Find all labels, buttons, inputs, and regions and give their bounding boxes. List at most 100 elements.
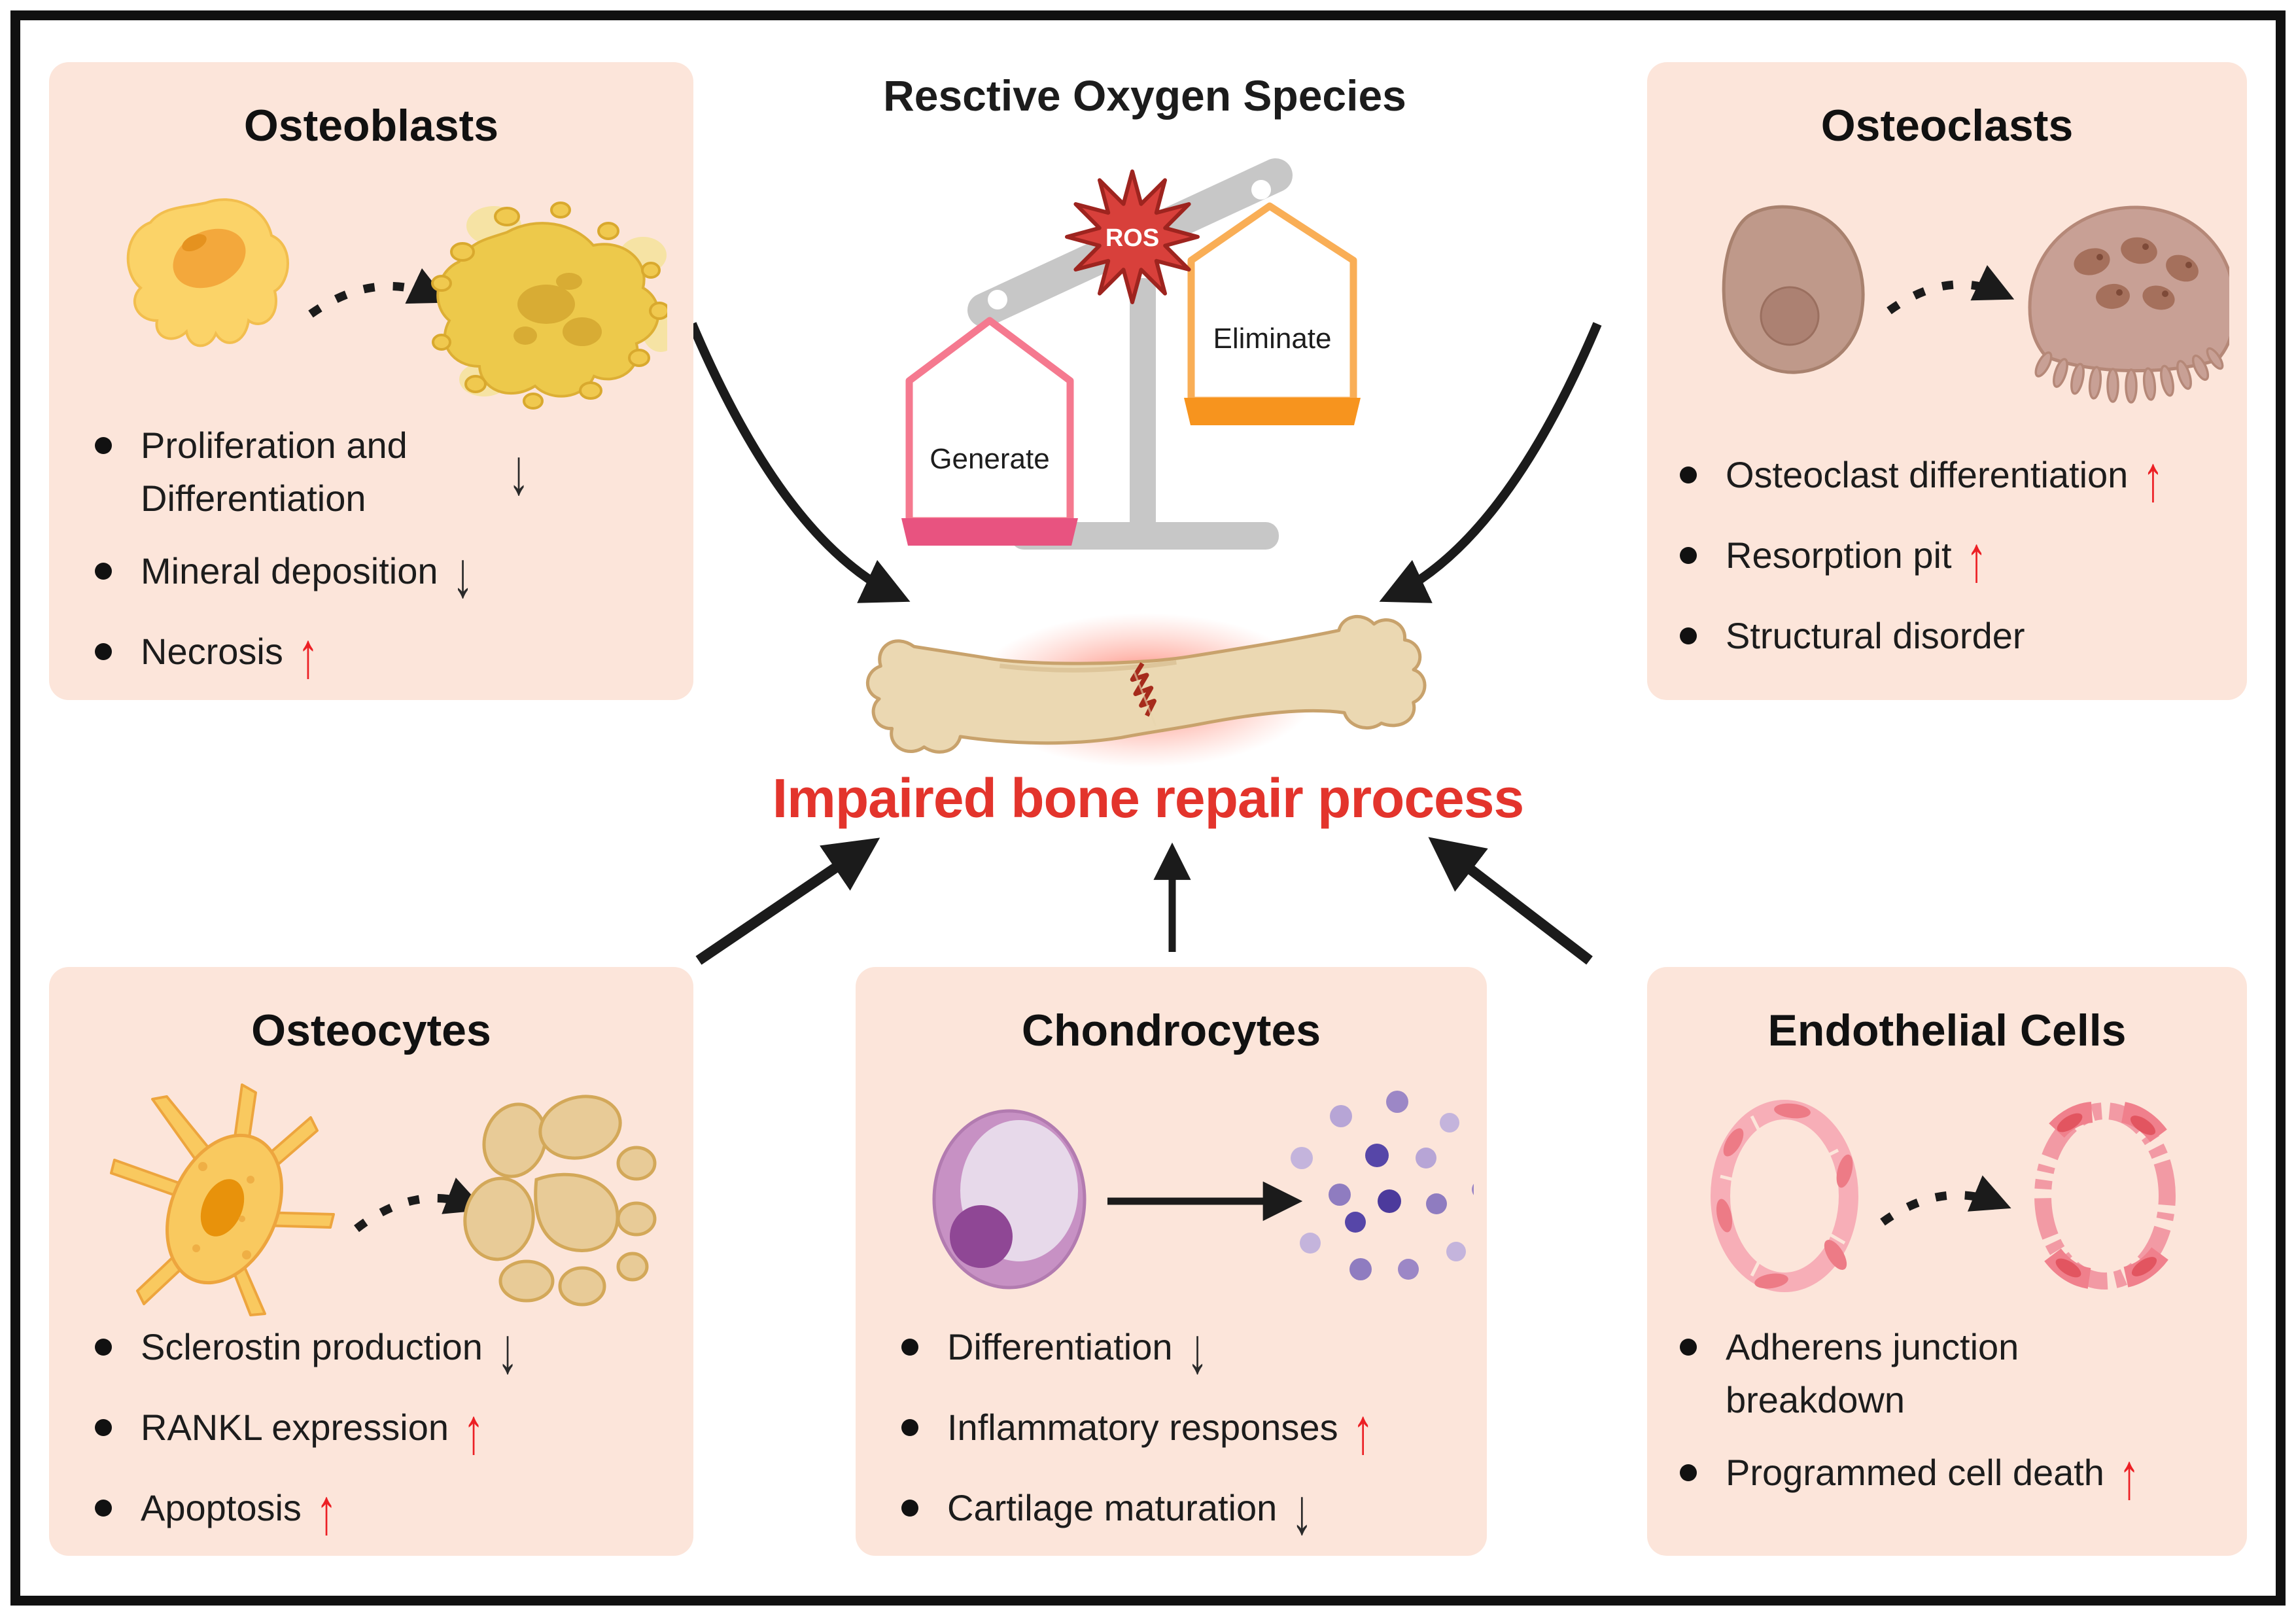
trend-arrow-icon: ↑ — [315, 1474, 337, 1548]
trend-arrow-icon: ↓ — [508, 434, 529, 508]
list-item: Structural disorder — [1673, 609, 2234, 662]
ros-star-icon: ROS — [1065, 169, 1200, 304]
chondrocyte-icon — [932, 1109, 1087, 1290]
trend-arrow-icon: ↑ — [2118, 1439, 2140, 1513]
panel-chondrocytes: Chondrocytes — [856, 967, 1487, 1556]
bullet-text: Adherens junction breakdown — [1726, 1326, 2019, 1421]
list-item: Cartilage maturation ↓ — [895, 1475, 1474, 1547]
osteocytes-bullet-list: Sclerostin production ↓ RANKL expression… — [88, 1314, 680, 1561]
bullet-text: Necrosis — [141, 631, 283, 673]
broken-vessel-icon — [2034, 1102, 2176, 1290]
list-item: Inflammatory responses ↑ — [895, 1394, 1474, 1467]
bullet-text: RANKL expression — [141, 1406, 449, 1448]
bullet-dot-icon — [95, 643, 112, 661]
bullet-text: Apoptosis — [141, 1486, 302, 1528]
released-particles-icon — [1291, 1091, 1474, 1280]
panel-osteoclasts: Osteoclasts — [1647, 62, 2247, 700]
bullet-text: Programmed cell death — [1726, 1452, 2104, 1494]
ros-star-label: ROS — [1105, 224, 1159, 252]
trend-arrow-icon: ↑ — [463, 1394, 485, 1467]
bullet-dot-icon — [901, 1499, 918, 1517]
bone-shape — [865, 615, 1427, 754]
chondrocyte-cells-illustration — [932, 1091, 1474, 1290]
eliminate-label: Eliminate — [1213, 323, 1332, 355]
ros-balance-scale-illustration: Generate Eliminate ROS — [901, 158, 1361, 550]
list-item: Osteoclast differentiation ↑ — [1673, 442, 2234, 515]
list-item: Apoptosis ↑ — [88, 1475, 680, 1547]
panel-osteoblasts: Osteoblasts — [49, 62, 693, 700]
degraded-osteocyte-icon — [463, 1095, 657, 1307]
generate-pan: Generate — [901, 317, 1078, 546]
bullet-dot-icon — [1680, 627, 1697, 644]
osteocyte-cells-illustration — [110, 1083, 657, 1316]
bullet-text: Cartilage maturation — [947, 1486, 1278, 1528]
bullet-dot-icon — [1680, 1464, 1697, 1482]
list-item: Programmed cell death ↑ — [1673, 1439, 2234, 1513]
panel-endothelial: Endothelial Cells — [1647, 967, 2247, 1556]
osteoclast-transition-arrow — [1887, 265, 2015, 315]
bullet-dot-icon — [1680, 546, 1697, 564]
bullet-text: Structural disorder — [1726, 614, 2025, 656]
bullet-text: Differentiation — [947, 1326, 1173, 1367]
trend-arrow-icon: ↑ — [1966, 521, 1987, 595]
bullet-dot-icon — [95, 437, 112, 454]
necrotic-osteoblast-icon — [431, 202, 667, 410]
eliminate-pan: Eliminate — [1184, 202, 1361, 425]
bullet-dot-icon — [1680, 466, 1697, 483]
list-item: Sclerostin production ↓ — [88, 1314, 680, 1387]
list-item: Differentiation ↓ — [895, 1314, 1474, 1387]
trend-arrow-icon: ↑ — [1352, 1394, 1374, 1467]
osteocyte-transition-arrow — [354, 1177, 485, 1233]
panel-osteocytes: Osteocytes — [49, 967, 693, 1556]
bullet-text: Sclerostin production — [141, 1326, 483, 1367]
bullet-text: Resorption pit — [1726, 534, 1952, 576]
list-item: Resorption pit ↑ — [1673, 522, 2234, 595]
panel-osteoblasts-title: Osteoblasts — [243, 101, 499, 150]
trend-arrow-icon: ↑ — [297, 618, 319, 692]
trend-arrow-icon: ↓ — [1187, 1313, 1208, 1387]
ros-heading: Resctive Oxygen Species — [883, 71, 1406, 120]
list-item: Necrosis ↑ — [88, 618, 680, 692]
trend-arrow-icon: ↓ — [1291, 1474, 1313, 1548]
healthy-osteoblast-icon — [126, 198, 289, 347]
healthy-osteocyte-icon — [110, 1083, 335, 1316]
list-item: RANKL expression ↑ — [88, 1394, 680, 1467]
fractured-bone-illustration — [865, 613, 1427, 767]
figure-border — [10, 10, 2286, 1606]
bullet-dot-icon — [95, 1339, 112, 1356]
osteoclast-cells-illustration — [1722, 205, 2229, 404]
generate-label: Generate — [930, 443, 1049, 475]
trend-arrow-icon: ↑ — [2142, 441, 2164, 515]
impaired-caption: Impaired bone repair process — [772, 767, 1524, 829]
bullet-dot-icon — [901, 1339, 918, 1356]
bullet-dot-icon — [901, 1418, 918, 1436]
osteoblasts-bullet-list: Proliferation and Differentiation ↓ Mine… — [88, 419, 680, 705]
osteoclasts-bullet-list: Osteoclast differentiation ↑ Resorption … — [1673, 442, 2234, 682]
trend-arrow-icon: ↓ — [496, 1313, 518, 1387]
panel-endothelial-title: Endothelial Cells — [1767, 1006, 2127, 1055]
vessel-transition-arrow — [1880, 1175, 2011, 1226]
endothelial-bullet-list: Adherens junction breakdown Programmed c… — [1673, 1320, 2234, 1526]
bullet-text: Proliferation and Differentiation — [141, 425, 408, 519]
bullet-dot-icon — [95, 1418, 112, 1436]
panel-osteocytes-title: Osteocytes — [251, 1006, 491, 1055]
osteoblast-cells-illustration — [126, 198, 667, 410]
bullet-dot-icon — [95, 563, 112, 580]
fracture-crack — [1130, 662, 1157, 726]
intact-vessel-icon — [1711, 1100, 1858, 1292]
chondrocytes-bullet-list: Differentiation ↓ Inflammatory responses… — [895, 1314, 1474, 1561]
osteoblast-transition-arrow — [308, 268, 449, 318]
list-item: Adherens junction breakdown — [1673, 1320, 2234, 1426]
bullet-dot-icon — [1680, 1339, 1697, 1356]
trend-arrow-icon: ↓ — [452, 538, 474, 611]
bullet-text: Mineral deposition — [141, 550, 438, 592]
panel-osteoclasts-title: Osteoclasts — [1820, 101, 2074, 150]
activated-osteoclast-icon — [2028, 205, 2229, 404]
bullet-text: Inflammatory responses — [947, 1406, 1338, 1448]
list-item: Proliferation and Differentiation ↓ — [88, 419, 680, 525]
scale-stand — [1011, 278, 1279, 550]
bullet-dot-icon — [95, 1499, 112, 1517]
preosteoclast-icon — [1722, 205, 1865, 374]
endothelial-cells-illustration — [1711, 1100, 2176, 1292]
